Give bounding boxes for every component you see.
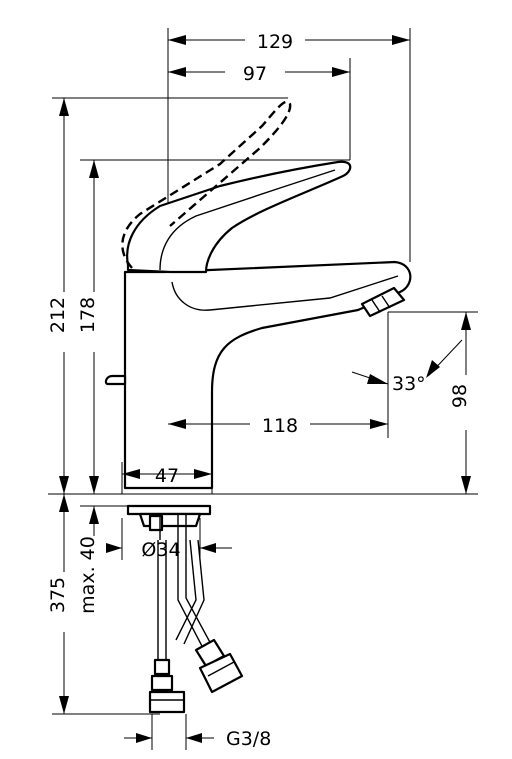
dim-label-118: 118 — [262, 415, 298, 437]
dim-label-178: 178 — [77, 297, 99, 333]
dim-label-212: 212 — [47, 297, 69, 333]
dim-label-375: 375 — [47, 577, 69, 613]
dim-label-129: 129 — [257, 31, 293, 53]
dim-label-47: 47 — [155, 465, 179, 487]
dim-label-max-40: max. 40 — [77, 536, 99, 614]
dim-label-97: 97 — [243, 63, 267, 85]
supply-hoses — [148, 539, 244, 714]
mounting-flange — [126, 504, 212, 540]
dimension-lines — [59, 35, 471, 743]
lever-handle — [126, 160, 352, 274]
dim-label-hole-diameter: Ø34 — [141, 539, 180, 561]
lever-open-dashed — [121, 100, 292, 269]
dim-label-98: 98 — [449, 384, 471, 408]
dim-label-g38: G3/8 — [226, 728, 271, 750]
dim-label-33-degrees: 33° — [392, 373, 426, 395]
faucet-body — [104, 260, 412, 490]
